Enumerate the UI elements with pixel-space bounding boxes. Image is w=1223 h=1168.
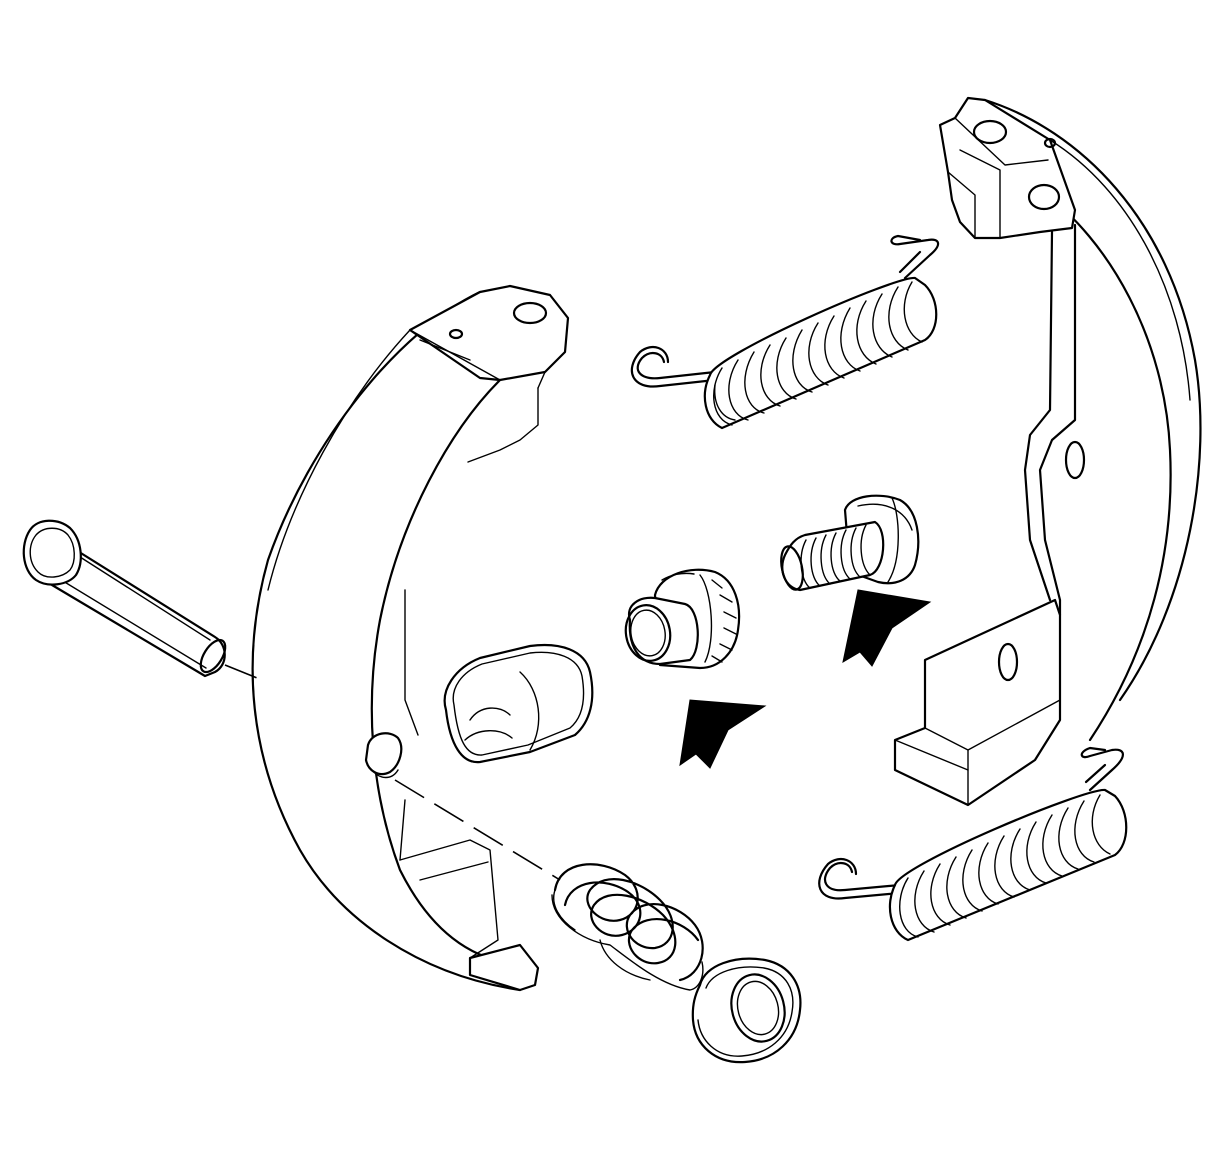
arrow-1 bbox=[679, 699, 767, 769]
adjuster-screw bbox=[780, 494, 920, 592]
pin-centerline bbox=[224, 664, 561, 881]
upper-return-spring bbox=[630, 234, 940, 430]
upper-spring-coils bbox=[713, 281, 923, 426]
right-brake-shoe bbox=[893, 96, 1202, 807]
arrow-2 bbox=[842, 589, 932, 667]
hold-down-cap bbox=[691, 957, 802, 1064]
hold-down-spring bbox=[551, 863, 704, 991]
lower-return-spring bbox=[818, 746, 1128, 942]
left-brake-shoe bbox=[251, 284, 570, 992]
adjuster-socket bbox=[624, 568, 741, 670]
lower-spring-coils bbox=[899, 794, 1111, 938]
hold-down-pin bbox=[22, 519, 227, 678]
adjuster-nut bbox=[443, 644, 594, 764]
